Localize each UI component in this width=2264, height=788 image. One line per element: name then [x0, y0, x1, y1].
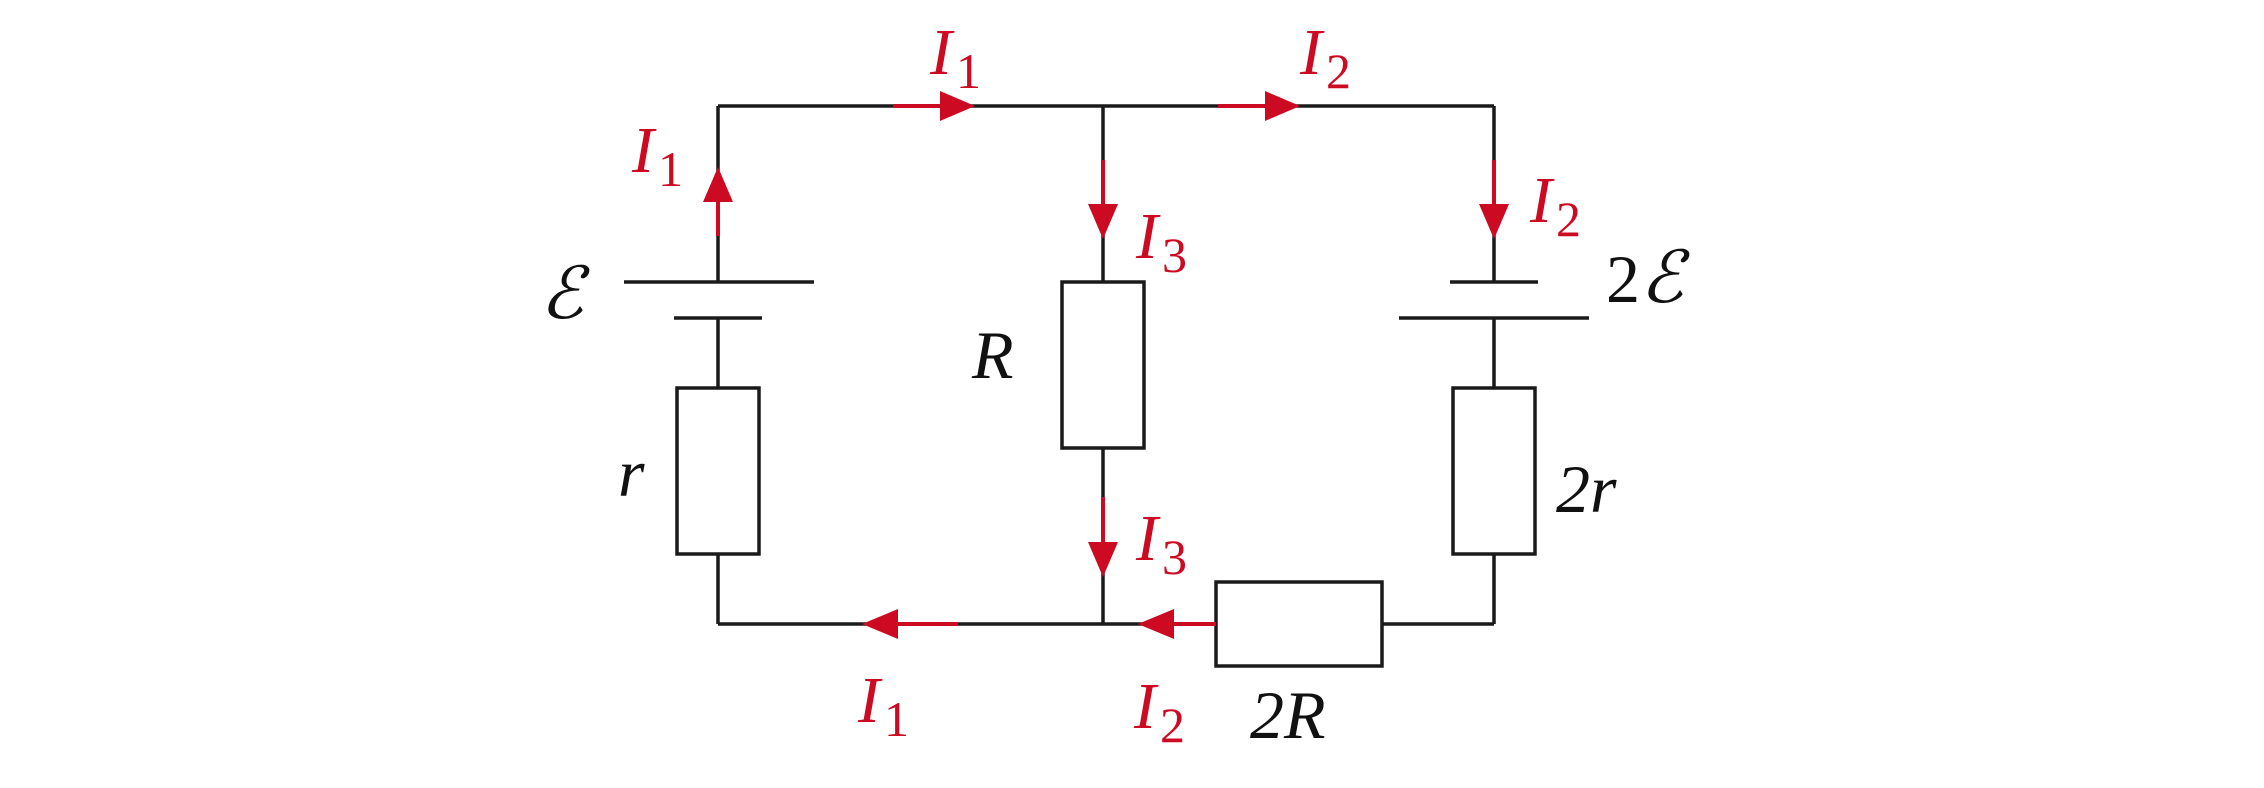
resistor-2r — [1451, 386, 1537, 556]
arrow-right-down — [1479, 160, 1509, 239]
current-label-left-up: I1 — [631, 114, 683, 197]
arrow-middle-lower-down — [1088, 497, 1118, 577]
current-label-middle-lower: I3 — [1135, 502, 1187, 585]
arrow-top-right — [1218, 91, 1300, 121]
arrow-left-up — [703, 167, 733, 236]
right-emf-coef: 2 — [1606, 241, 1640, 317]
current-label-top-right: I2 — [1299, 16, 1351, 99]
arrow-bottom-right — [1138, 609, 1216, 639]
left-battery — [624, 280, 814, 320]
resistor-r-label: r — [618, 435, 645, 511]
right-emf-symbol: ℰ — [1640, 235, 1690, 319]
current-label-middle-upper: I3 — [1135, 200, 1187, 283]
resistor-2R — [1214, 580, 1384, 668]
current-label-bottom-right: I2 — [1133, 670, 1185, 753]
arrow-bottom-left — [862, 609, 958, 639]
resistor-R-label: R — [971, 317, 1014, 393]
resistor-2R-label: 2R — [1250, 677, 1326, 753]
current-label-bottom-left: I1 — [857, 664, 909, 747]
arrow-top-left — [893, 91, 975, 121]
right-emf-label: 2ℰ — [1606, 235, 1690, 319]
current-label-right-down: I2 — [1529, 164, 1581, 247]
resistor-r — [675, 386, 761, 556]
current-label-top-left: I1 — [929, 16, 981, 99]
right-battery — [1399, 280, 1589, 320]
resistor-R — [1060, 280, 1146, 450]
arrow-middle-upper-down — [1088, 160, 1118, 239]
left-emf-label: ℰ — [540, 251, 590, 335]
resistor-2r-label: 2r — [1556, 451, 1617, 527]
